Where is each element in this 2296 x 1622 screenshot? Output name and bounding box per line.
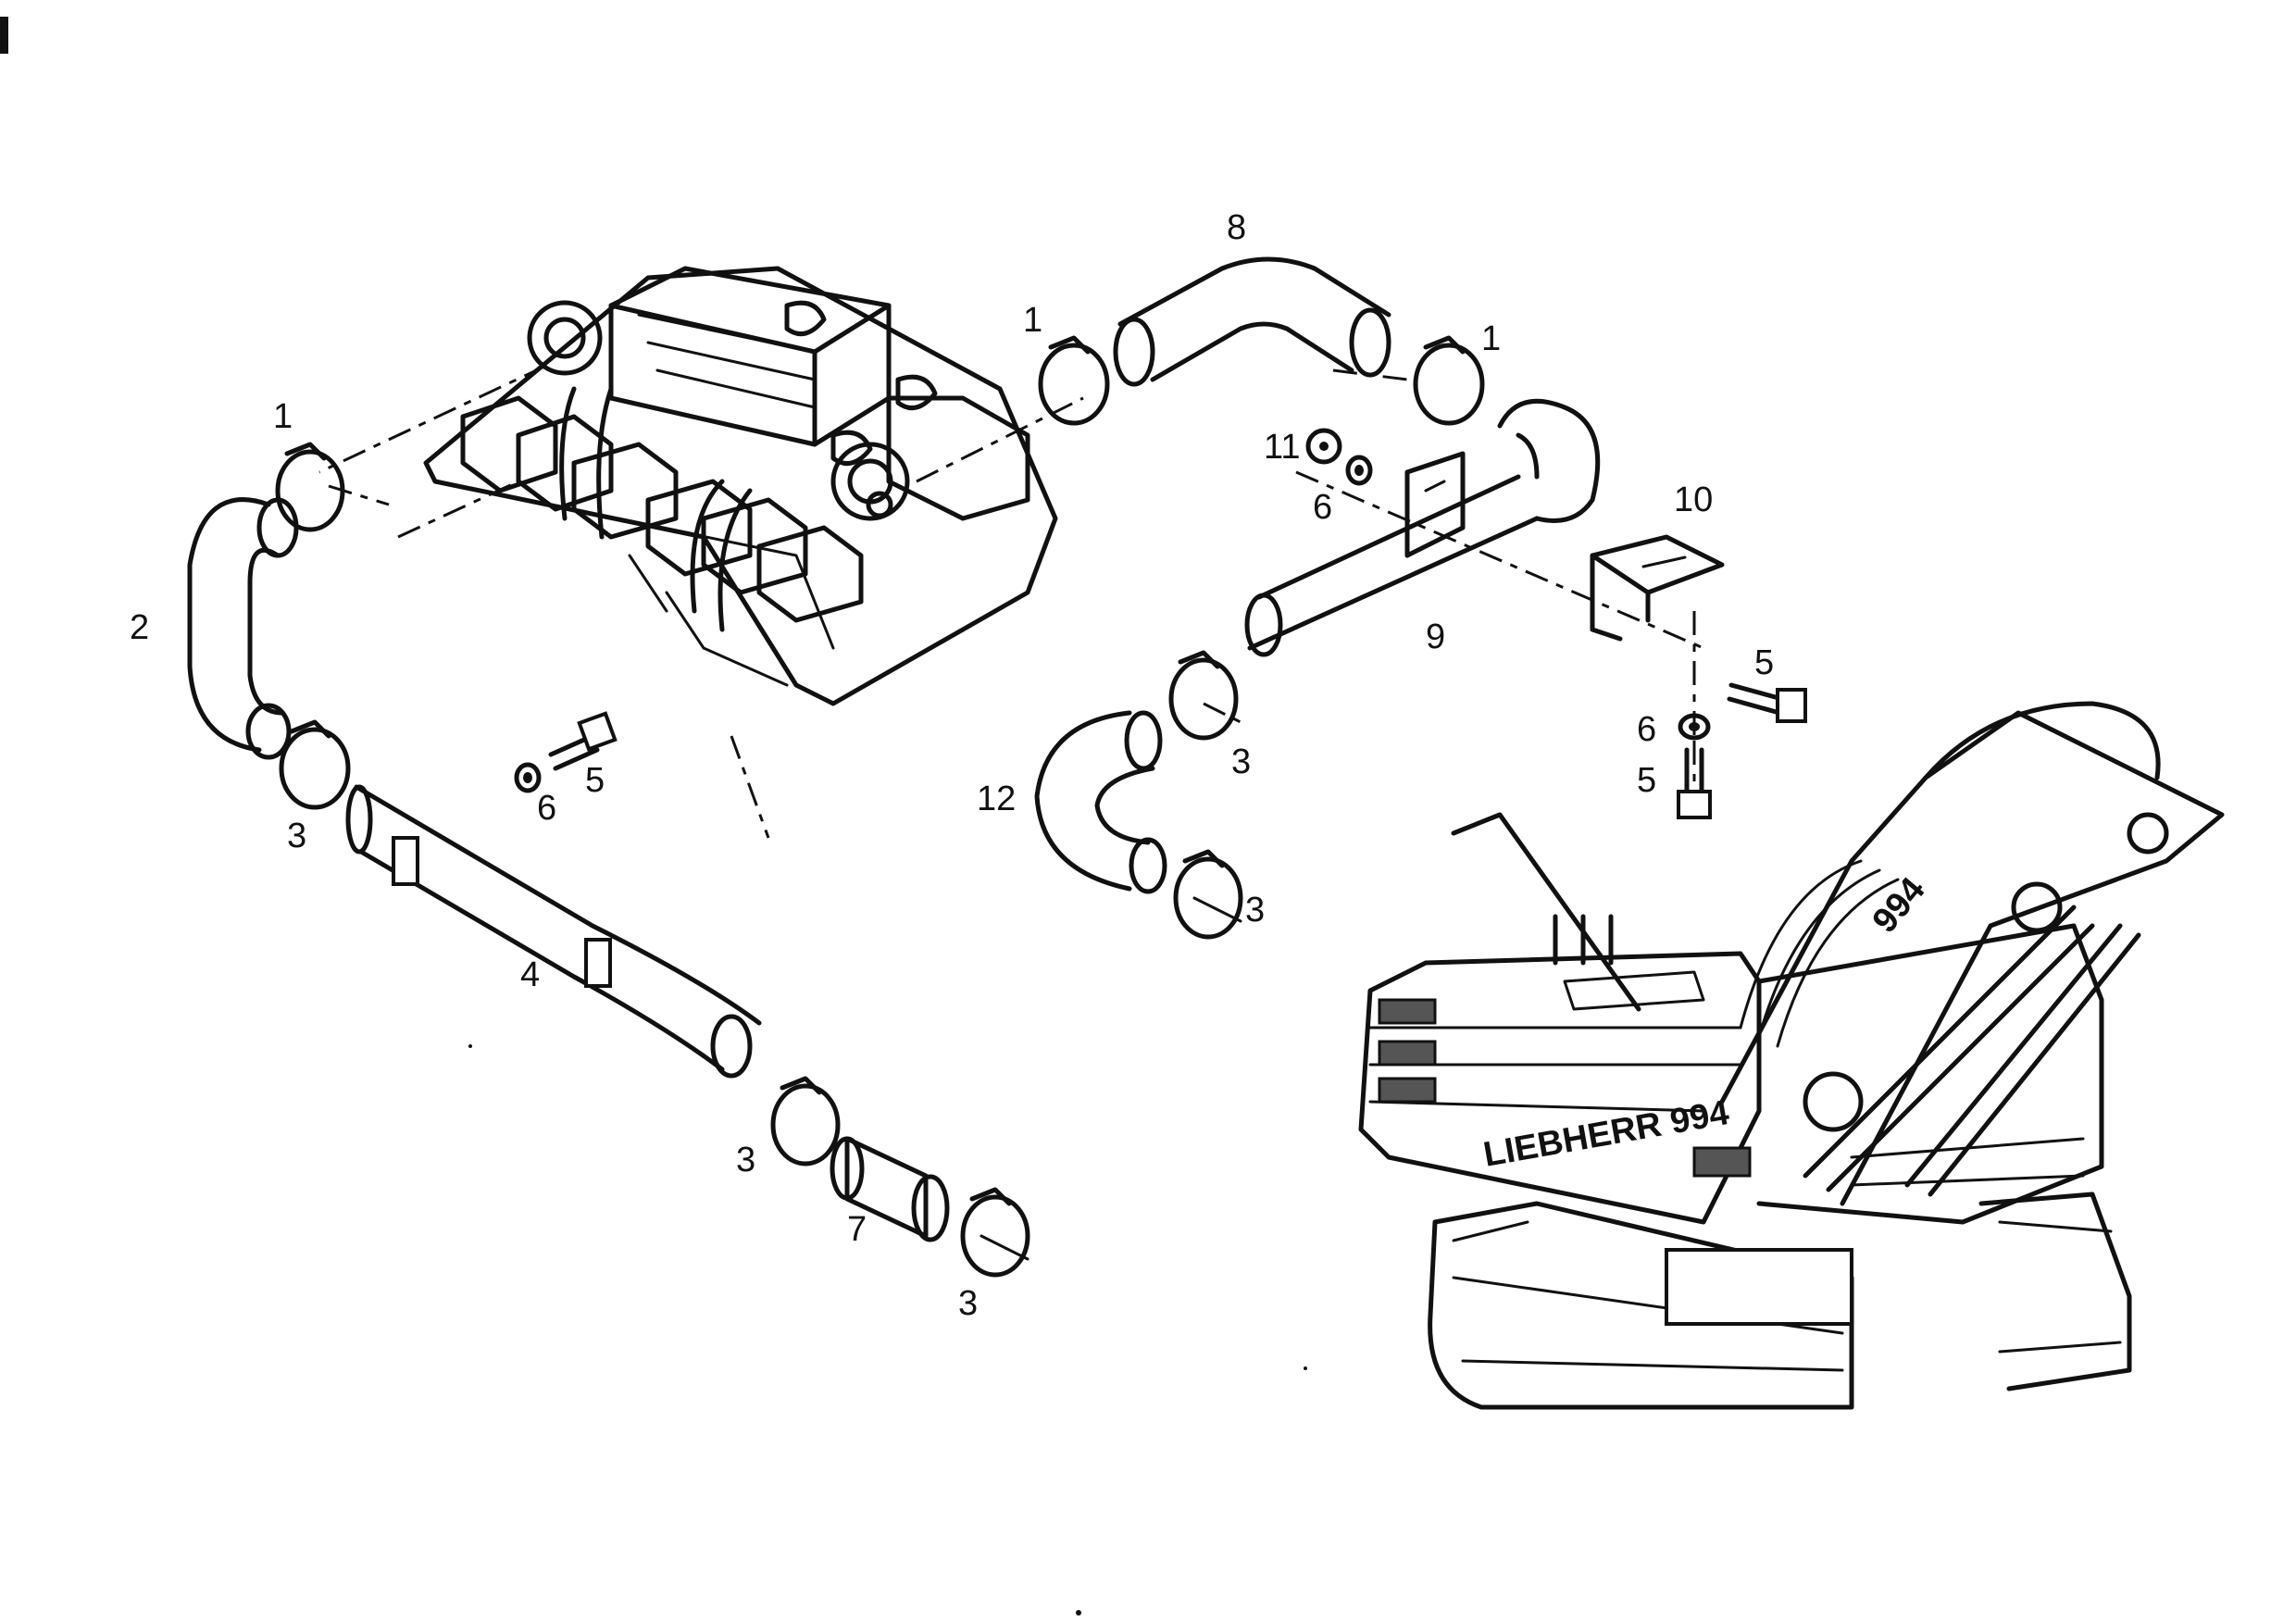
pipe-9 [1244, 398, 1601, 657]
label-clamp-3-left-bottom: 3 [958, 1284, 978, 1323]
clamp-1-top-left [1038, 335, 1110, 426]
label-clamp-3-right-lower: 3 [1245, 891, 1265, 930]
clamp-1-left [275, 442, 345, 532]
label-sleeve-7: 7 [847, 1210, 867, 1249]
label-clamp-1-left: 1 [273, 397, 293, 436]
bolt-5-left [548, 711, 618, 771]
print-dot [1304, 1366, 1307, 1370]
print-dot [1076, 1610, 1081, 1616]
hose-12 [1034, 710, 1167, 894]
label-bolt-5-right-lower: 5 [1637, 761, 1656, 800]
label-clamp-3-left-upper: 3 [287, 817, 306, 855]
sleeve-7 [830, 1136, 950, 1242]
label-bracket-10: 10 [1674, 480, 1713, 519]
label-hose-8: 8 [1227, 208, 1246, 247]
label-washer-6-left: 6 [537, 789, 556, 828]
label-bolt-5-left: 5 [585, 761, 605, 800]
label-clamp-3-left-lower: 3 [736, 1141, 755, 1179]
label-hose-2: 2 [130, 608, 149, 647]
clamp-3-right-upper [1168, 650, 1239, 741]
label-clamp-1-top-left: 1 [1023, 301, 1042, 340]
hose-2 [187, 497, 299, 760]
washer-6-left [514, 762, 542, 793]
label-washer-6-upper: 6 [1313, 488, 1332, 527]
nut-11 [1305, 428, 1342, 465]
corner-mark [0, 17, 8, 54]
label-pipe-4: 4 [520, 955, 540, 994]
clamp-3-left-lower [770, 1076, 841, 1167]
label-bolt-5-right-upper: 5 [1754, 643, 1774, 682]
clamp-3-left-upper [279, 719, 351, 810]
label-pipe-9: 9 [1426, 618, 1445, 656]
engine-block [423, 266, 1058, 706]
pipe-4 [345, 784, 762, 1079]
print-dot [468, 1044, 472, 1048]
clamp-3-right-lower [1173, 849, 1243, 940]
bolt-5-right-lower [1677, 747, 1712, 819]
label-nut-11: 11 [1264, 428, 1300, 467]
excavator-illustration [1358, 701, 2225, 1410]
washer-6-upper [1345, 455, 1373, 486]
label-clamp-1-top-right: 1 [1481, 319, 1501, 358]
label-clamp-3-right-upper: 3 [1231, 742, 1251, 781]
clamp-1-top-right [1413, 335, 1485, 426]
label-washer-6-right: 6 [1637, 710, 1656, 749]
clamp-3-left-bottom [960, 1187, 1030, 1278]
support-plate [1404, 451, 1466, 558]
bracket-10 [1590, 534, 1725, 642]
label-hose-12: 12 [977, 780, 1016, 818]
washer-6-right [1678, 713, 1711, 741]
hose-8 [1113, 256, 1391, 387]
bolt-5-right-upper [1727, 682, 1807, 723]
callout-labels: 1 2 3 4 5 6 3 7 3 1 8 1 11 6 10 9 5 6 5 … [130, 208, 1774, 1323]
excavator-model-text: 994 [1866, 870, 1933, 941]
